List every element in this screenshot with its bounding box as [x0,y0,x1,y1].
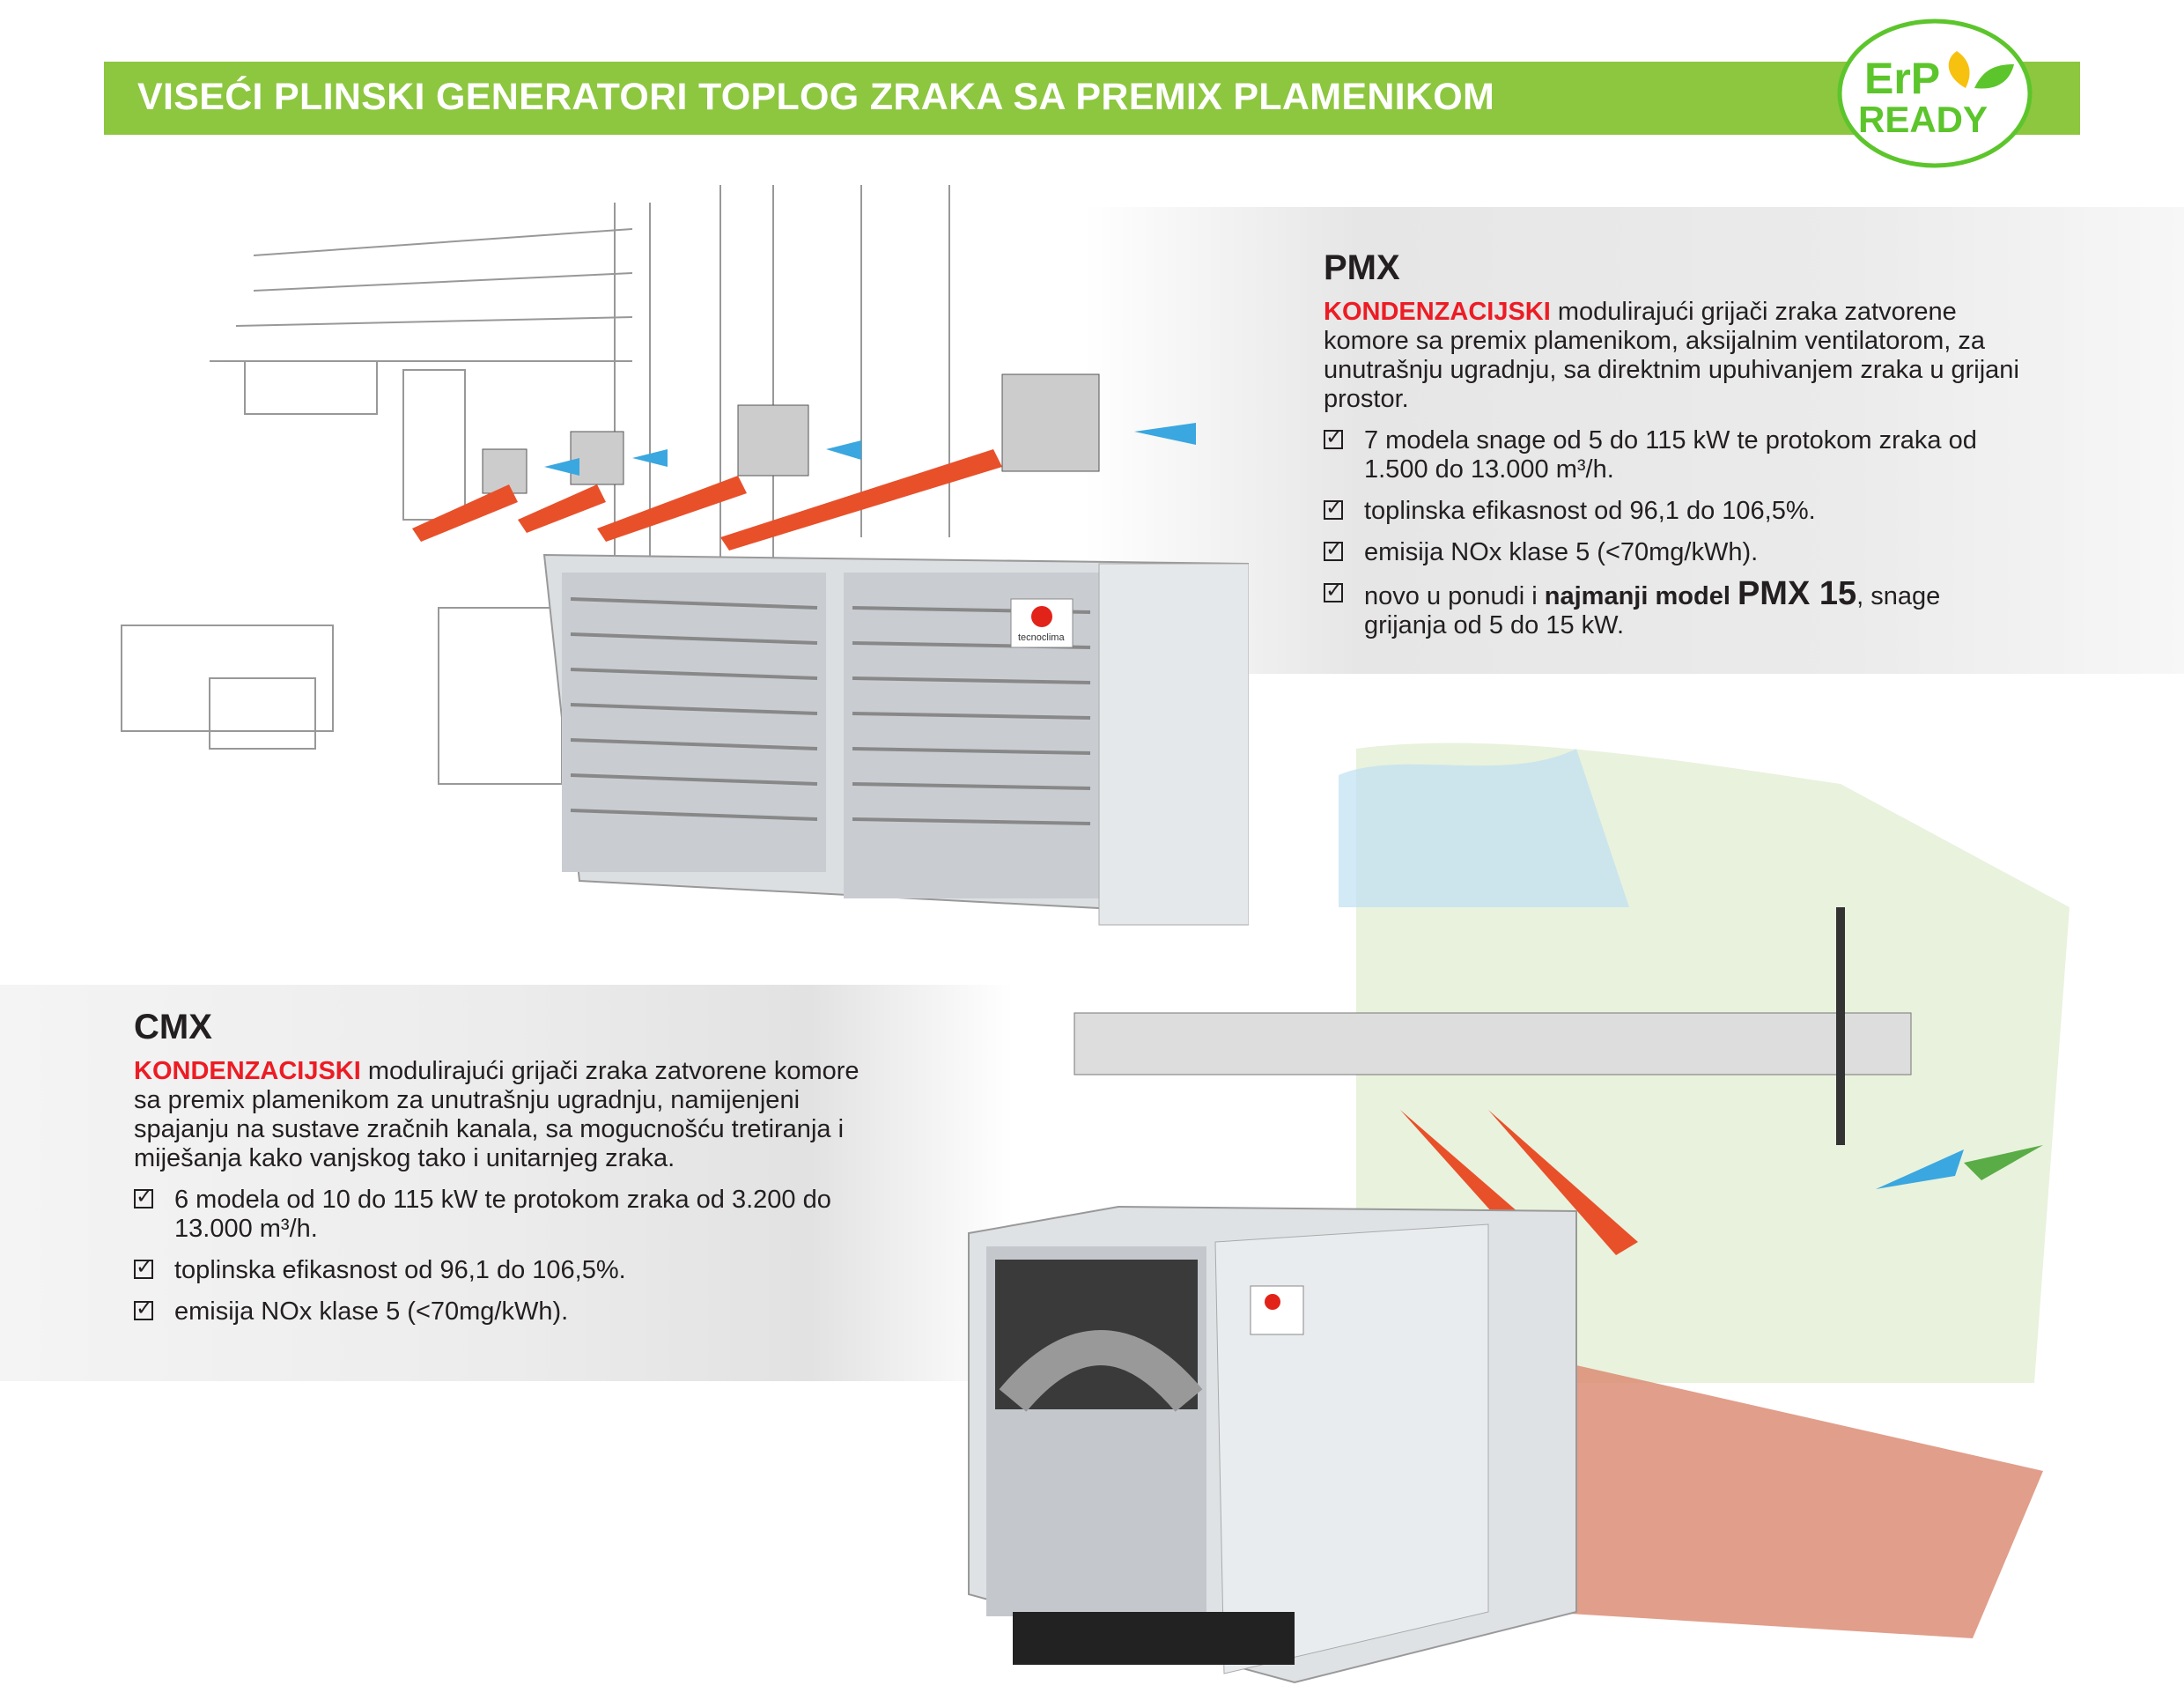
pmx-panel-background [1083,207,2184,674]
leaf-icon [1948,51,1970,88]
cmx-description: KONDENZACIJSKI modulirajući grijači zrak… [134,1057,891,1173]
feature-text: , snage grijanja od 5 do 15 kW. [1364,582,1941,639]
leaf-icon [1974,64,2014,89]
checkbox-checked-icon: ✓ [1324,537,1344,561]
feature-text: 6 modela od 10 do 115 kW te protokom zra… [174,1186,831,1243]
cmx-panel-background [0,985,1013,1381]
cmx-heater-unit [968,1205,1577,1684]
brand-label: tecnoclima [1018,632,1065,643]
cmx-illustration [968,743,2070,1684]
feature-text: toplinska efikasnost od 96,1 do 106,5%. [1364,497,1816,525]
cmx-heading: CMX [134,1008,212,1046]
pmx-illustration: tecnoclima [121,185,1249,926]
logo-text-ready: READY [1858,99,1988,140]
feature-text: 7 modela snage od 5 do 115 kW te protoko… [1364,426,1977,484]
cmx-highlight: KONDENZACIJSKI [134,1057,361,1085]
checkbox-checked-icon: ✓ [134,1185,154,1208]
checkbox-checked-icon: ✓ [134,1297,154,1320]
cmx-feature-list: ✓ 6 modela od 10 do 115 kW te protokom zr… [134,1186,891,1327]
pmx-feature-list: ✓ 7 modela snage od 5 do 115 kW te protok… [1324,426,2028,640]
list-item: ✓ novo u ponudi i najmanji model PMX 15, … [1324,577,2028,640]
feature-bold-text: najmanji model [1544,582,1738,610]
checkbox-checked-icon: ✓ [134,1255,154,1279]
cmx-description-text: modulirajući grijači zraka zatvorene kom… [134,1057,860,1172]
list-item: ✓ 6 modela od 10 do 115 kW te protokom zr… [134,1186,891,1244]
feature-text: emisija NOx klase 5 (<70mg/kWh). [1364,538,1759,566]
list-item: ✓ 7 modela snage od 5 do 115 kW te protok… [1324,426,2028,484]
pmx-description-text: modulirajući grijači zraka zatvorene kom… [1324,298,2019,413]
logo-text-erp: ErP [1864,54,1940,103]
checkbox-checked-icon: ✓ [1324,496,1344,520]
checkbox-checked-icon: ✓ [1324,579,1344,602]
checkbox-checked-icon: ✓ [1324,425,1344,449]
list-item: ✓ emisija NOx klase 5 (<70mg/kWh). [134,1297,891,1327]
model-name: PMX 15 [1737,575,1857,612]
feature-text: novo u ponudi i [1364,582,1545,610]
list-item: ✓ toplinska efikasnost od 96,1 do 106,5%. [134,1256,891,1285]
page-title: VISEĆI PLINSKI GENERATORI TOPLOG ZRAKA S… [137,76,1495,118]
pmx-highlight: KONDENZACIJSKI [1324,298,1551,326]
pmx-description: KONDENZACIJSKI modulirajući grijači zrak… [1324,298,2028,414]
feature-text: emisija NOx klase 5 (<70mg/kWh). [174,1297,569,1326]
list-item: ✓ emisija NOx klase 5 (<70mg/kWh). [1324,538,2028,567]
pmx-heater-unit: tecnoclima [542,553,1249,926]
pmx-section: PMX KONDENZACIJSKI modulirajući grijači … [1324,248,2028,653]
feature-text: toplinska efikasnost od 96,1 do 106,5%. [174,1256,626,1284]
erp-ready-logo: ErP READY [1837,18,2033,168]
pmx-heading: PMX [1324,248,1400,287]
title-banner: VISEĆI PLINSKI GENERATORI TOPLOG ZRAKA S… [104,62,2080,135]
cmx-section: CMX KONDENZACIJSKI modulirajući grijači … [134,1008,891,1339]
list-item: ✓ toplinska efikasnost od 96,1 do 106,5%. [1324,497,2028,526]
